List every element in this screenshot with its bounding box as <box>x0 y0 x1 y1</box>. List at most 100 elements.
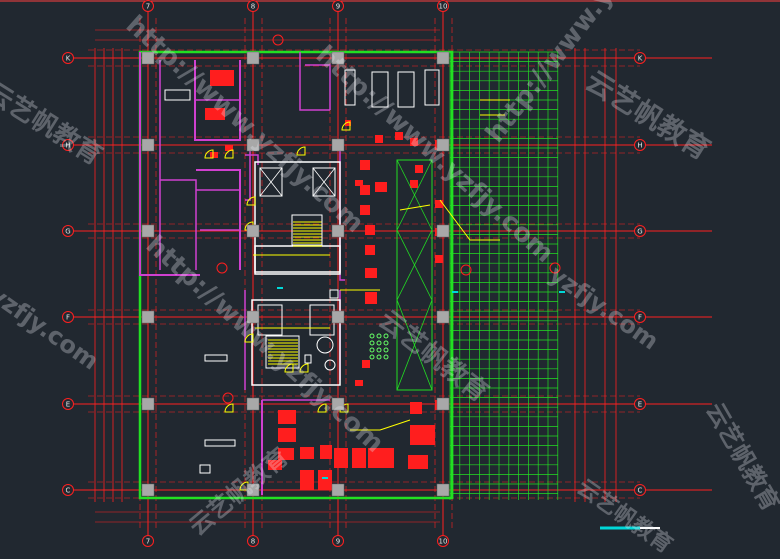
row-axis-left-label: E <box>66 401 70 409</box>
elevator-cross <box>259 167 283 197</box>
equipment-block <box>368 448 382 468</box>
row-axis-left-label: F <box>66 314 70 322</box>
equipment-block <box>300 447 314 459</box>
column-axis-bottom-bubble <box>332 535 344 547</box>
door-swing <box>224 149 234 159</box>
leader-line <box>439 199 500 241</box>
equipment-block <box>318 470 332 490</box>
truss-diagonal <box>396 299 433 391</box>
door-swing <box>224 403 234 413</box>
equipment-block <box>410 402 422 414</box>
truss-frame <box>396 159 433 391</box>
row-axis-right-label: K <box>638 55 643 63</box>
equipment-block <box>205 108 225 120</box>
tank-fixture <box>424 69 440 106</box>
row-axis-right-label: G <box>637 228 642 236</box>
row-axis-left-bubble <box>62 139 74 151</box>
row-axis-right-bubble <box>634 139 646 151</box>
equipment-blocks <box>205 70 445 490</box>
structural-column <box>141 51 155 65</box>
row-axis-right-bubble <box>634 398 646 410</box>
structural-column <box>246 483 260 497</box>
sanitary-fixture <box>383 354 389 360</box>
equipment-block <box>365 225 375 235</box>
equipment-block <box>362 360 370 368</box>
section-marker <box>222 392 234 404</box>
structural-column <box>331 397 345 411</box>
truss-diagonal <box>396 159 433 231</box>
row-axis-right-bubble <box>634 52 646 64</box>
column-axis-top-label: 9 <box>336 3 340 11</box>
row-axis-left-bubble <box>62 52 74 64</box>
structural-column <box>331 138 345 152</box>
structural-column <box>436 397 450 411</box>
structural-column <box>436 51 450 65</box>
row-axis-left-bubble <box>62 311 74 323</box>
equipment-block <box>365 245 375 255</box>
row-axis-right-bubble <box>634 225 646 237</box>
row-axis-left-label: H <box>65 142 70 150</box>
equipment-block <box>435 255 443 263</box>
partition-wall <box>245 150 251 201</box>
structural-column <box>246 51 260 65</box>
service-core <box>254 161 341 273</box>
sanitary-fixture <box>369 347 375 353</box>
leader-line <box>350 419 411 431</box>
door-swing <box>246 196 256 206</box>
sanitary-fixture <box>369 340 375 346</box>
equipment-block <box>375 182 387 192</box>
equipment-block <box>210 70 234 86</box>
structural-column <box>436 483 450 497</box>
row-axis-right-label: C <box>638 487 643 495</box>
sanitary-fixture <box>383 340 389 346</box>
tank-fixture <box>397 71 415 108</box>
equipment-block <box>382 448 394 468</box>
fixture-outline <box>204 354 228 362</box>
equipment-block <box>225 145 233 151</box>
row-axis-right-label: H <box>637 142 642 150</box>
column-axis-top-bubble <box>142 0 154 12</box>
pump-fixture <box>324 359 336 371</box>
column-axis-bottom-label: 9 <box>336 538 340 546</box>
elevator-shaft <box>312 167 336 197</box>
column-axis-top-bubble <box>247 0 259 12</box>
equipment-block <box>210 152 218 158</box>
row-axis-left-bubble <box>62 398 74 410</box>
sanitary-fixture <box>369 333 375 339</box>
stairwell <box>291 214 323 246</box>
column-axis-top-label: 10 <box>439 3 448 11</box>
row-axis-right-label: F <box>638 314 642 322</box>
column-axis-top-bubble <box>332 0 344 12</box>
axis-grid <box>68 10 712 540</box>
door-swing <box>317 403 327 413</box>
annotations <box>204 34 565 491</box>
door-swing <box>244 333 254 343</box>
row-axis-left-label: G <box>65 228 70 236</box>
column-axis-bottom-bubble <box>247 535 259 547</box>
structural-column <box>141 483 155 497</box>
equipment-block <box>355 180 363 186</box>
section-marker <box>549 262 561 274</box>
door-swing <box>244 221 254 231</box>
structural-column <box>436 138 450 152</box>
row-axis-right-bubble <box>634 311 646 323</box>
sanitary-fixture <box>376 354 382 360</box>
sanitary-fixture <box>376 347 382 353</box>
equipment-block <box>278 410 296 424</box>
fixture-outline <box>304 354 312 364</box>
structural-column <box>331 51 345 65</box>
structural-column <box>246 310 260 324</box>
equipment-block <box>268 460 282 470</box>
equipment-block <box>365 292 377 304</box>
row-axis-left-label: C <box>66 487 71 495</box>
section-marker <box>216 262 228 274</box>
structural-column <box>141 397 155 411</box>
equipment-block <box>355 380 363 386</box>
structural-column <box>331 483 345 497</box>
column-axis-top-bubble <box>437 0 449 12</box>
column-axis-bottom-bubble <box>437 535 449 547</box>
equipment-block <box>352 448 366 468</box>
equipment-block <box>278 428 296 442</box>
